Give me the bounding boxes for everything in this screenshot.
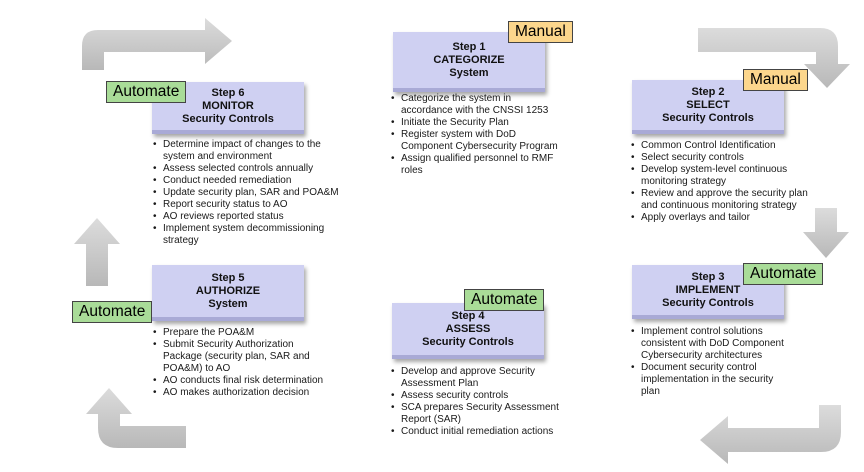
list-item: Assign qualified personnel to RMF roles [390,153,560,177]
step-3-subtitle: Security Controls [662,296,754,309]
arrow-left-up-icon [74,218,120,286]
step-6-tag: Automate [106,81,187,103]
step-1-subtitle: System [449,66,489,79]
list-item: AO makes authorization decision [152,387,324,399]
step-6-title: MONITOR [202,99,254,112]
list-item: Register system with DoD Component Cyber… [390,129,560,153]
step-1-bullets: Categorize the system in accordance with… [390,93,560,177]
list-item: Report security status to AO [152,199,352,211]
step-5-bullets: Prepare the POA&M Submit Security Author… [152,327,324,399]
step-1-tag: Manual [508,21,573,43]
arrow-bottom-right-icon [700,405,841,464]
step-5-subtitle: System [208,297,248,310]
step-1-box: Step 1 CATEGORIZE System [393,32,545,92]
step-1-label: Step 1 [452,40,486,53]
list-item: Assess security controls [390,390,570,402]
step-3-bullets: Implement control solutions consistent w… [630,326,790,398]
step-6-bullets: Determine impact of changes to the syste… [152,139,352,247]
list-item: Assess selected controls annually [152,163,352,175]
step-2-tag: Manual [743,69,808,91]
list-item: AO conducts final risk determination [152,375,324,387]
arrow-top-left-icon [82,18,232,70]
step-4-tag: Automate [464,289,545,311]
arrow-right-down-icon [803,208,849,258]
list-item: Determine impact of changes to the syste… [152,139,352,163]
arrow-bottom-left-icon [86,388,186,448]
step-3-title: IMPLEMENT [675,283,741,296]
step-4-label: Step 4 [451,309,485,322]
step-5-label: Step 5 [211,271,245,284]
list-item: Initiate the Security Plan [390,117,560,129]
list-item: Implement system decommissioning strateg… [152,223,352,247]
step-2-title: SELECT [686,98,730,111]
list-item: Select security controls [630,152,812,164]
step-3-tag: Automate [743,263,824,285]
step-4-subtitle: Security Controls [422,335,514,348]
step-4-bullets: Develop and approve Security Assessment … [390,366,570,438]
step-2-label: Step 2 [691,85,725,98]
list-item: Develop and approve Security Assessment … [390,366,570,390]
step-5-title: AUTHORIZE [195,284,261,297]
list-item: Prepare the POA&M [152,327,324,339]
list-item: Document security control implementation… [630,362,790,398]
step-4-box: Step 4 ASSESS Security Controls [392,303,544,359]
list-item: Apply overlays and tailor [630,212,812,224]
step-2-subtitle: Security Controls [662,111,754,124]
list-item: Implement control solutions consistent w… [630,326,790,362]
list-item: Conduct needed remediation [152,175,352,187]
step-3-label: Step 3 [691,270,725,283]
step-4-title: ASSESS [445,322,491,335]
list-item: SCA prepares Security Assessment Report … [390,402,570,426]
list-item: Categorize the system in accordance with… [390,93,560,117]
list-item: Conduct initial remediation actions [390,426,570,438]
step-5-box: Step 5 AUTHORIZE System [152,265,304,321]
step-2-bullets: Common Control Identification Select sec… [630,140,812,224]
list-item: Submit Security Authorization Package (s… [152,339,324,375]
step-5-tag: Automate [72,301,153,323]
list-item: Review and approve the security plan and… [630,188,812,212]
step-1-title: CATEGORIZE [433,53,505,66]
list-item: Develop system-level continuous monitori… [630,164,812,188]
list-item: Update security plan, SAR and POA&M [152,187,352,199]
arrow-top-right-icon [698,28,850,88]
step-6-subtitle: Security Controls [182,112,274,125]
step-6-label: Step 6 [211,86,245,99]
list-item: AO reviews reported status [152,211,352,223]
list-item: Common Control Identification [630,140,812,152]
